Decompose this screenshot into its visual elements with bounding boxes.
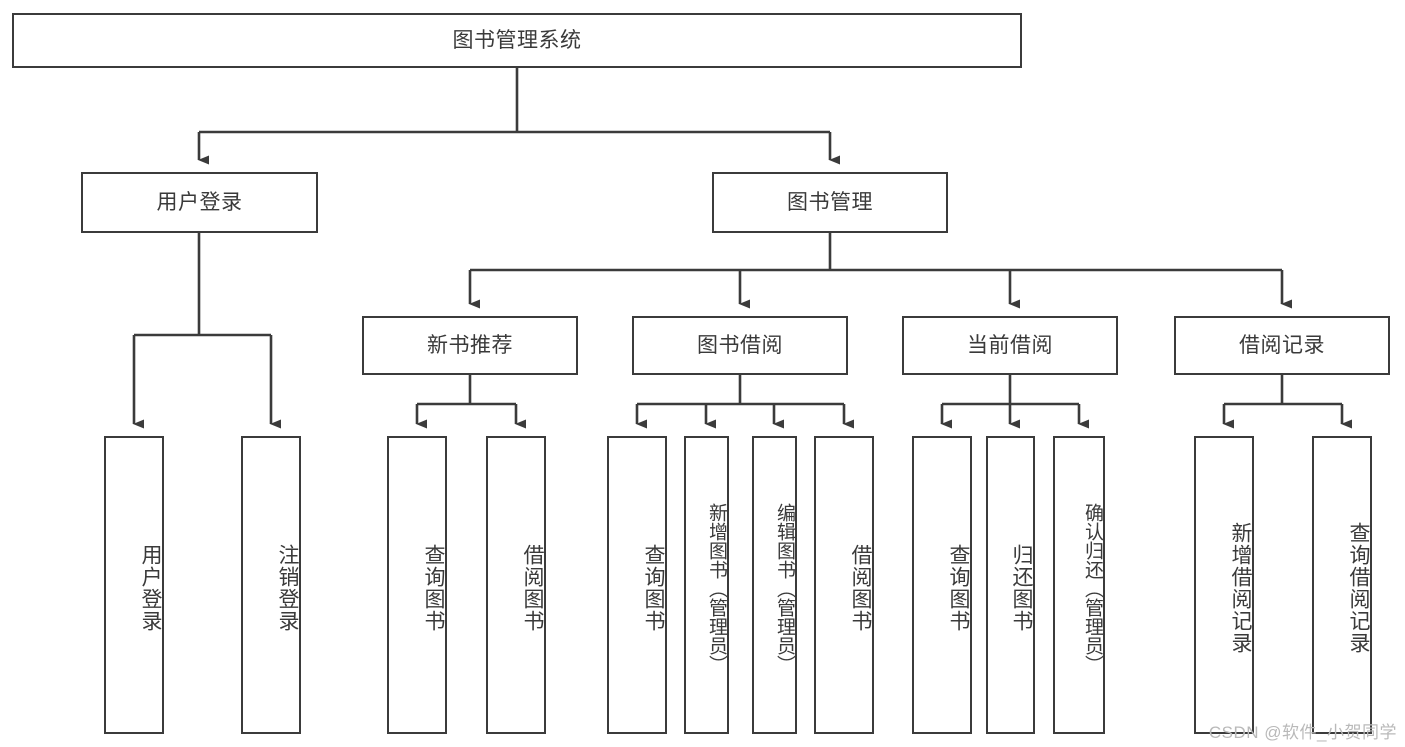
node-leaf-edit-book-admin[interactable]: 编辑图书（管理员） bbox=[752, 436, 797, 734]
node-book-borrowing[interactable]: 图书借阅 bbox=[632, 316, 848, 375]
node-book-borrowing-label: 图书借阅 bbox=[697, 333, 783, 357]
node-book-management[interactable]: 图书管理 bbox=[712, 172, 948, 233]
node-leaf-query-book-current-label: 查询图书 bbox=[947, 544, 970, 632]
node-leaf-query-borrow-record-label: 查询借阅记录 bbox=[1347, 522, 1370, 654]
node-leaf-query-book-recommend[interactable]: 查询图书 bbox=[387, 436, 447, 734]
node-leaf-query-book-borrow[interactable]: 查询图书 bbox=[607, 436, 667, 734]
node-leaf-logout[interactable]: 注销登录 bbox=[241, 436, 301, 734]
node-leaf-edit-book-admin-label: 编辑图书（管理员） bbox=[774, 502, 795, 674]
node-borrow-records-label: 借阅记录 bbox=[1239, 333, 1325, 357]
node-book-management-label: 图书管理 bbox=[787, 190, 873, 214]
node-new-book-recommendation-label: 新书推荐 bbox=[427, 333, 513, 357]
node-leaf-borrow-book[interactable]: 借阅图书 bbox=[814, 436, 874, 734]
node-user-login[interactable]: 用户登录 bbox=[81, 172, 318, 233]
node-leaf-return-book[interactable]: 归还图书 bbox=[986, 436, 1035, 734]
node-leaf-query-borrow-record[interactable]: 查询借阅记录 bbox=[1312, 436, 1372, 734]
node-root[interactable]: 图书管理系统 bbox=[12, 13, 1022, 68]
node-leaf-borrow-book-recommend[interactable]: 借阅图书 bbox=[486, 436, 546, 734]
node-current-borrowing[interactable]: 当前借阅 bbox=[902, 316, 1118, 375]
node-leaf-add-book-admin-label: 新增图书（管理员） bbox=[706, 502, 727, 674]
node-leaf-borrow-book-recommend-label: 借阅图书 bbox=[521, 544, 544, 632]
node-leaf-borrow-book-label: 借阅图书 bbox=[849, 544, 872, 632]
node-user-login-label: 用户登录 bbox=[156, 190, 243, 214]
node-leaf-query-book-recommend-label: 查询图书 bbox=[422, 544, 445, 632]
node-leaf-query-book-borrow-label: 查询图书 bbox=[642, 544, 665, 632]
node-leaf-logout-label: 注销登录 bbox=[276, 544, 299, 632]
node-root-label: 图书管理系统 bbox=[452, 28, 582, 52]
node-leaf-user-login-label: 用户登录 bbox=[139, 544, 162, 632]
node-borrow-records[interactable]: 借阅记录 bbox=[1174, 316, 1390, 375]
node-leaf-add-borrow-record[interactable]: 新增借阅记录 bbox=[1194, 436, 1254, 734]
node-leaf-confirm-return-admin[interactable]: 确认归还（管理员） bbox=[1053, 436, 1105, 734]
csdn-watermark: CSDN @软件_小贺同学 bbox=[1208, 723, 1397, 742]
node-leaf-confirm-return-admin-label: 确认归还（管理员） bbox=[1082, 502, 1103, 674]
node-leaf-add-book-admin[interactable]: 新增图书（管理员） bbox=[684, 436, 729, 734]
node-new-book-recommendation[interactable]: 新书推荐 bbox=[362, 316, 578, 375]
node-current-borrowing-label: 当前借阅 bbox=[967, 333, 1053, 357]
node-leaf-return-book-label: 归还图书 bbox=[1010, 544, 1033, 632]
node-leaf-query-book-current[interactable]: 查询图书 bbox=[912, 436, 972, 734]
node-leaf-add-borrow-record-label: 新增借阅记录 bbox=[1229, 522, 1252, 654]
node-leaf-user-login[interactable]: 用户登录 bbox=[104, 436, 164, 734]
